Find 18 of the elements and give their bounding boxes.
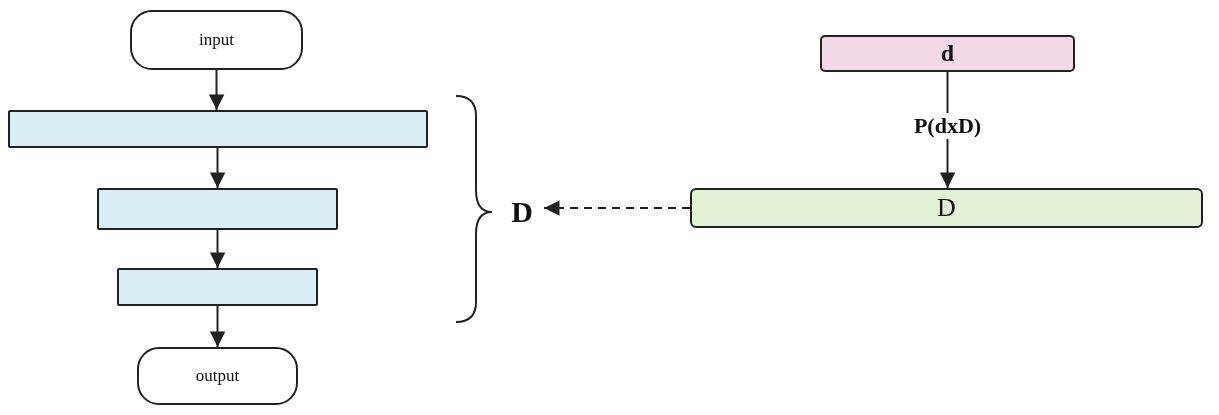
layer-bar: [8, 110, 428, 148]
label-box: [690, 188, 1203, 228]
arrow: [209, 147, 226, 189]
node-label: input: [199, 30, 234, 50]
node-label: D: [511, 195, 533, 229]
node-label: d: [940, 40, 955, 67]
arrow: [208, 69, 225, 111]
node-label: D: [937, 193, 956, 223]
arrow: [209, 305, 226, 348]
node-label: output: [195, 366, 240, 386]
terminal-pill: [130, 10, 303, 70]
layer-bar: [97, 188, 338, 230]
terminal-pill: [137, 347, 298, 405]
label-box: [820, 35, 1075, 72]
arrow: [209, 229, 226, 269]
dashed-arrow: [543, 200, 691, 216]
layer-bar: [117, 268, 318, 306]
edge-label: P(dxD): [911, 113, 984, 139]
